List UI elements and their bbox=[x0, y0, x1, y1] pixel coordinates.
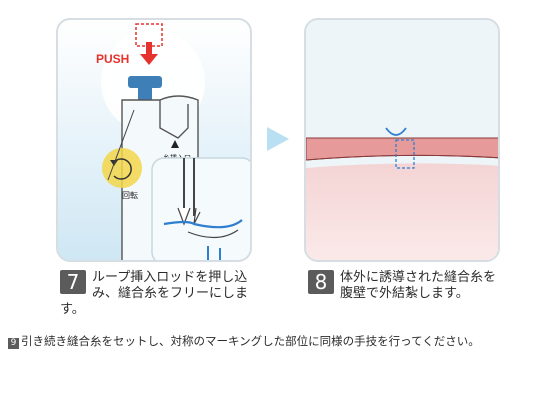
step8-caption: 8 体外に誘導された縫合糸を腹壁で外結紮します。 bbox=[308, 270, 508, 302]
rotate-dial bbox=[102, 148, 142, 188]
suture-thread bbox=[163, 219, 243, 229]
next-step-arrow-icon bbox=[267, 127, 289, 151]
tissue-illustration bbox=[306, 20, 498, 260]
step9-text: 引き続き縫合糸をセットし、対称のマーキングした部位に同様の手技を行ってください。 bbox=[21, 334, 480, 348]
step7-caption: 7 ループ挿入ロッドを押し込み、縫合糸をフリーにします。 bbox=[60, 270, 260, 318]
push-arrow-icon bbox=[140, 42, 158, 65]
peritoneal-area bbox=[306, 163, 498, 260]
step8-number: 8 bbox=[308, 270, 334, 294]
plunger-head bbox=[128, 76, 162, 88]
step8-illustration bbox=[304, 18, 500, 262]
rotate-label: 回転 bbox=[122, 191, 138, 200]
plunger-stem bbox=[138, 86, 152, 102]
insert-marker bbox=[171, 140, 179, 148]
step8-text: 体外に誘導された縫合糸を腹壁で外結紮します。 bbox=[340, 270, 497, 301]
step7-text: ループ挿入ロッドを押し込み、縫合糸をフリーにします。 bbox=[60, 270, 249, 317]
device-illustration: PUSH 糸挿入口 回転 bbox=[96, 23, 250, 260]
step7-number: 7 bbox=[60, 270, 86, 294]
suture-knot bbox=[385, 127, 407, 136]
step7-illustration: PUSH 糸挿入口 回転 bbox=[56, 18, 252, 262]
buried-suture bbox=[395, 139, 415, 169]
push-label: PUSH bbox=[96, 52, 129, 66]
detail-inset bbox=[151, 157, 250, 260]
step9-number: 9 bbox=[8, 338, 19, 349]
